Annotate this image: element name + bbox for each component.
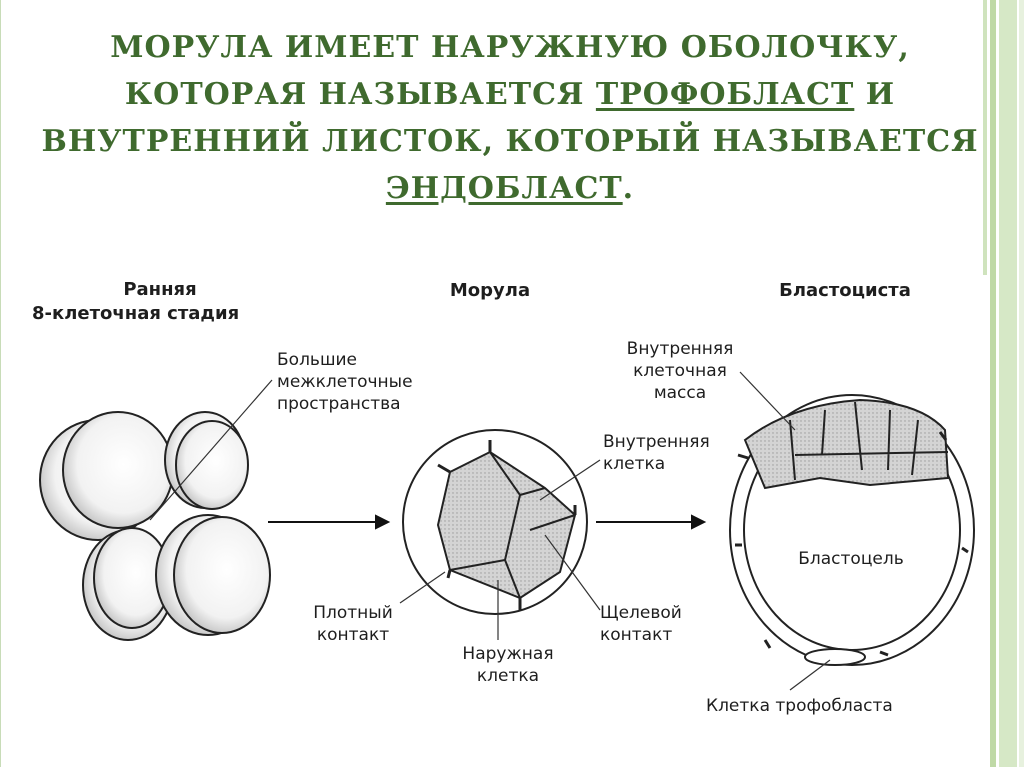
title-line: КОТОРАЯ НАЗЫВАЕТСЯ ТРОФОБЛАСТ И [124, 77, 896, 112]
title-line: ВНУТРЕННИЙ ЛИСТОК, КОТОРЫЙ НАЗЫВАЕТСЯ [41, 124, 979, 159]
morula [402, 429, 588, 615]
right-border-stripe [999, 0, 1017, 767]
label-intercellular: Большие межклеточные пространства [277, 350, 413, 414]
label-tight-junction: Плотный контакт [313, 603, 393, 645]
stage-label-early-sub: 8-клеточная стадия [32, 303, 240, 324]
blastomere [62, 411, 174, 529]
label-inner-cell: Внутренняя клетка [603, 432, 710, 474]
slide-title: МОРУЛА ИМЕЕТ НАРУЖНУЮ ОБОЛОЧКУ, КОТОРАЯ … [40, 24, 980, 212]
right-border-stripe [983, 0, 987, 275]
label-outer-cell: Наружная клетка [462, 644, 554, 686]
leader-lines [149, 371, 831, 691]
left-border [0, 0, 11, 767]
blastocyst [729, 394, 975, 666]
trophoblast-cell [804, 648, 866, 666]
right-border-stripe [990, 0, 996, 767]
term-endoblast: ЭНДОБЛАСТ [385, 171, 623, 206]
stage-label-blastocyst: Бластоциста [779, 280, 911, 301]
term-trophoblast: ТРОФОБЛАСТ [595, 77, 855, 112]
stage-label-morula: Морула [449, 280, 531, 301]
label-blastocoel: Бластоцель [798, 549, 904, 569]
label-gap-junction: Щелевой контакт [600, 603, 682, 645]
blastomere [175, 420, 249, 510]
label-inner-cell-mass: Внутренняя клеточная масса [626, 339, 734, 403]
label-trophoblast-cell: Клетка трофобласта [706, 696, 893, 716]
stage-label-early: Ранняя [123, 279, 197, 300]
title-line: ЭНДОБЛАСТ. [385, 171, 635, 206]
blastomere [173, 516, 271, 634]
inner-cell-mass [743, 398, 950, 490]
right-border-stripe [1019, 0, 1024, 767]
arrow-icon [268, 514, 707, 530]
title-line: МОРУЛА ИМЕЕТ НАРУЖНУЮ ОБОЛОЧКУ, [110, 30, 910, 65]
eight-cell-embryo [39, 411, 271, 641]
